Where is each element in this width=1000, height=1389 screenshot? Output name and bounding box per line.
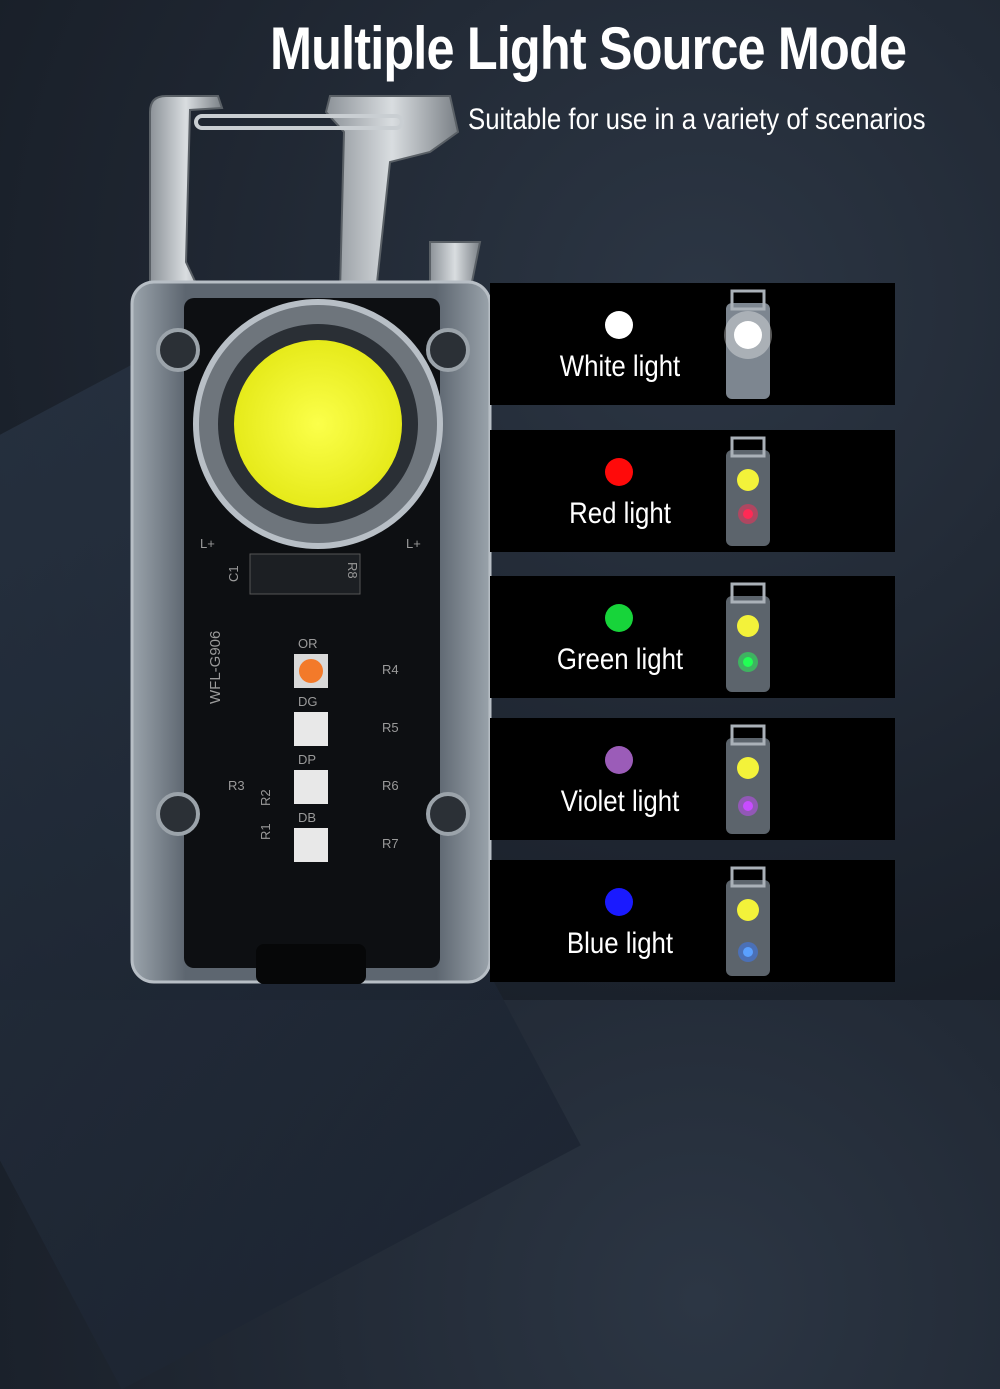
screw-bottom-right [426,792,470,836]
label-r5: R5 [382,720,399,735]
mode-label-red: Red light [569,497,671,530]
red-light-thumbnail [726,436,770,546]
screw-top-left [156,328,200,372]
label-dp: DP [298,752,316,767]
cob-led [234,340,402,508]
board-marking: WFL-G906 [207,631,224,704]
label-c1: C1 [226,565,241,582]
red-dot-icon [605,458,633,486]
label-or: OR [298,636,318,651]
label-r7: R7 [382,836,399,851]
mode-panel-red: Red light [490,430,895,552]
page-title: Multiple Light Source Mode [270,15,907,82]
page-subtitle: Suitable for use in a variety of scenari… [468,103,926,136]
mode-label-blue: Blue light [566,927,674,960]
mode-label-violet: Violet light [560,785,680,818]
white-dot-icon [605,311,633,339]
clip-left-arm [149,95,224,293]
label-r6: R6 [382,778,399,793]
driver-chip [249,553,361,595]
label-r3: R3 [228,778,245,793]
screw-top-right [426,328,470,372]
mode-panel-white: White light [490,283,895,405]
clip-wire [194,114,404,130]
led-dg [294,712,328,746]
flashlight-illustration: OR DG DP DB R4 R5 R6 R7 R3 R2 R1 R8 C1 L… [130,95,492,984]
label-db: DB [298,810,316,825]
mode-panel-green: Green light [490,576,895,698]
mode-label-white: White light [559,350,681,383]
violet-light-thumbnail [726,724,770,834]
label-l-left: L+ [200,536,215,551]
label-l-right: L+ [406,536,421,551]
led-db [294,828,328,862]
violet-dot-icon [605,746,633,774]
label-r8: R8 [345,562,360,579]
led-dp [294,770,328,804]
label-r4: R4 [382,662,399,677]
keychain-flashlight-image: OR DG DP DB R4 R5 R6 R7 R3 R2 R1 R8 C1 L… [130,92,500,992]
screw-bottom-left [156,792,200,836]
mode-panel-violet: Violet light [490,718,895,840]
label-dg: DG [298,694,318,709]
mode-panel-blue: Blue light [490,860,895,982]
usb-port [256,944,366,984]
label-r1: R1 [258,823,273,840]
clip-right-arm [324,95,460,293]
blue-light-thumbnail [726,866,770,976]
mode-label-green: Green light [556,643,684,676]
label-r2: R2 [258,789,273,806]
green-light-thumbnail [726,582,770,692]
white-light-thumbnail [724,289,772,399]
green-dot-icon [605,604,633,632]
blue-dot-icon [605,888,633,916]
